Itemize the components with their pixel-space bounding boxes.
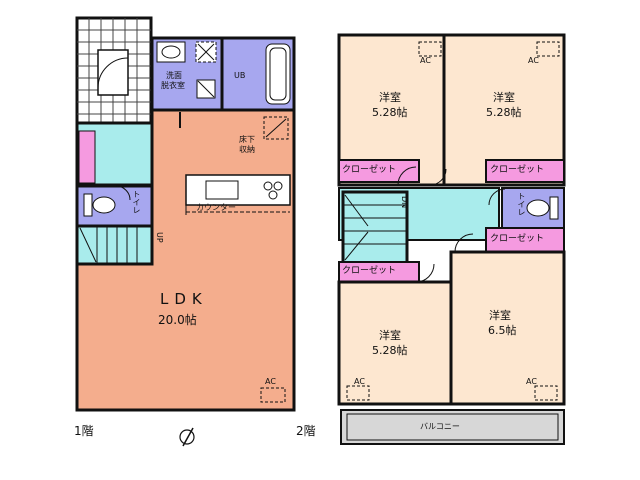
room-tr-size: 5.28帖 [486,106,522,119]
underfloor-storage-hatch [263,116,289,140]
north-arrow-icon [179,427,195,447]
stairs-label-floor1: UP [155,232,164,243]
floor-1-label: 1階 [74,424,94,438]
storage-label-1: 床下 [239,135,255,144]
stove-icon [263,181,283,200]
toilet-label-floor1: トイレ [132,190,141,214]
closet-label-tl: クローゼット [342,165,397,175]
storage-label-2: 収納 [239,145,255,154]
closet-label-tr: クローゼット [490,165,545,175]
ac-label-tl: AC [420,56,431,65]
toilet-icon [526,196,559,220]
room-bl-size: 5.28帖 [372,344,408,357]
washroom-label-2: 脱衣室 [161,81,185,90]
ac-label-br: AC [526,377,537,386]
washbasin-icon [156,41,186,63]
ldk-name: LDK [160,290,208,308]
closet-top-right [485,159,565,183]
door-swing-icon [97,57,129,89]
floor-1-plan [75,16,296,412]
room-tr-name: 洋室 [493,91,515,104]
door-swing-icon [397,166,417,186]
stairs-label-floor2: DN [400,196,409,209]
bath-label: UB [234,71,246,80]
room-tl-name: 洋室 [379,91,401,104]
floor-2-label: 2階 [296,424,316,438]
balcony [340,409,565,445]
room-br-size: 6.5帖 [488,324,517,337]
closet-label-right: クローゼット [490,234,545,244]
sink-icon [205,180,239,200]
toilet-label-floor2: トイレ [517,192,526,216]
stairs-floor2 [341,190,409,266]
bathtub-icon [265,43,291,105]
hall-closet [78,130,96,184]
bedroom-bottom-left [337,280,453,406]
room-tl-size: 5.28帖 [372,106,408,119]
toilet-icon [83,193,116,217]
counter-label: カウンター [196,203,236,212]
floor-2-plan [337,33,566,445]
balcony-label: バルコニー [420,422,460,431]
washroom-label-1: 洗面 [166,71,182,80]
closet-top-left [338,159,420,183]
stairs-floor1 [75,224,154,266]
room-br-name: 洋室 [489,309,511,322]
ldk-size: 20.0帖 [158,313,197,327]
room-bl-name: 洋室 [379,329,401,342]
ac-label-tr: AC [528,56,539,65]
bedroom-bottom-right [449,250,566,406]
ac-label-bl: AC [354,377,365,386]
ac-label-floor1: AC [265,377,276,386]
closet-label-bl: クローゼット [342,266,397,276]
